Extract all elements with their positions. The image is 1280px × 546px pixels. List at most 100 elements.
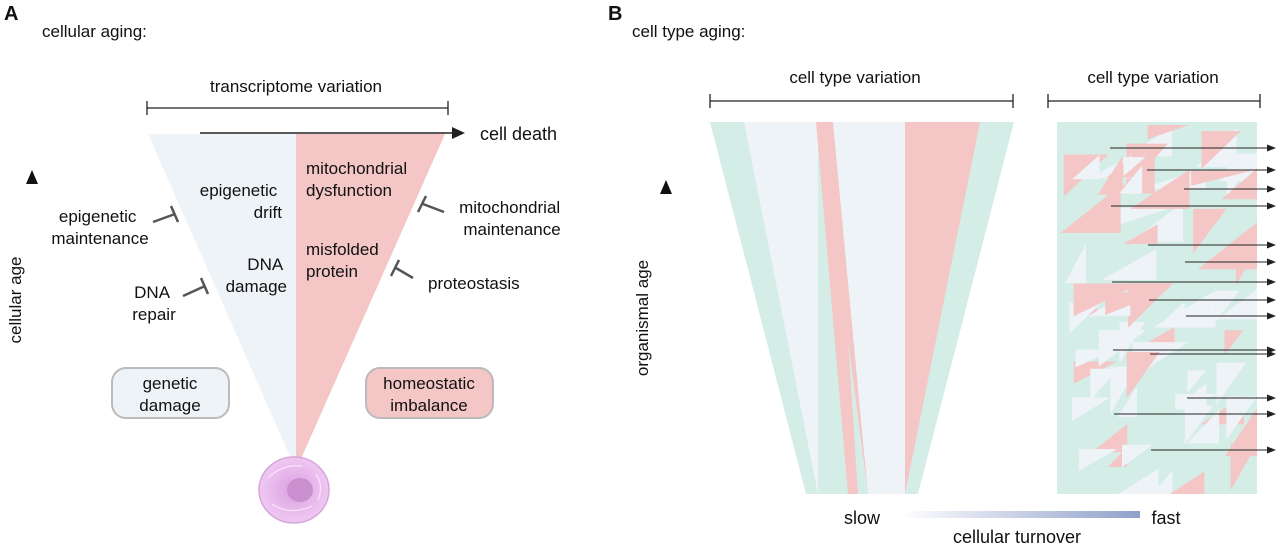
turnover-arrowhead: [1267, 202, 1276, 210]
mosaic-shard: [1114, 156, 1155, 194]
transcriptome-variation-label: transcriptome variation: [210, 77, 382, 96]
turnover-arrowhead: [1267, 446, 1276, 454]
mosaic-shard: [1060, 185, 1121, 234]
label-line-2: damage: [226, 277, 287, 296]
mitochondrial-dysfunction-label: mitochondrial dysfunction: [306, 159, 412, 200]
mosaic-shard: [1113, 207, 1171, 227]
proteostasis-label: proteostasis: [428, 274, 520, 293]
mosaic-shard: [1090, 368, 1119, 401]
slow-label: slow: [844, 508, 881, 528]
label-line-2: protein: [306, 262, 358, 281]
cellular-age-label: cellular age: [6, 257, 25, 344]
mosaic-shard: [1126, 351, 1160, 399]
epigenetic-maintenance-label: epigenetic maintenance: [51, 207, 148, 248]
turnover-arrowhead: [1267, 296, 1276, 304]
mosaic-shard: [1106, 145, 1150, 178]
cellular-age-axis: [26, 170, 38, 425]
cell-icon: [258, 456, 330, 524]
panel-a-title: cellular aging:: [42, 22, 147, 41]
mosaic-shard: [1216, 362, 1247, 405]
mosaic-shard: [1187, 409, 1220, 444]
label-line-2: maintenance: [51, 229, 148, 248]
mosaic-shard: [1130, 202, 1184, 242]
cell-type-variation-right-label: cell type variation: [1087, 68, 1218, 87]
mosaic-shard: [1130, 169, 1190, 209]
mosaic-shard: [1221, 168, 1257, 200]
mosaic-shard: [1147, 326, 1175, 343]
transcriptome-bracket: [146, 101, 449, 115]
inhibitor-dna: [182, 277, 210, 298]
cone-left-half: [148, 134, 296, 470]
panel-b-title: cell type aging:: [632, 22, 745, 41]
mosaic-shard: [1230, 444, 1257, 491]
mosaic-shard: [1092, 423, 1128, 453]
cell-death-arrow: [200, 127, 465, 139]
mosaic-shard: [1224, 330, 1244, 355]
inhibitor-epigenetic: [152, 205, 180, 224]
dna-damage-label: DNA damage: [226, 255, 287, 296]
mosaic-shard: [1175, 383, 1207, 410]
mosaic-shard: [1235, 249, 1257, 285]
turnover-arrowhead: [1267, 350, 1276, 358]
mosaic-shard: [1098, 329, 1147, 367]
dna-repair-label: DNA repair: [132, 283, 176, 324]
mosaic-shard: [1191, 170, 1252, 186]
mosaic-shard: [1224, 408, 1257, 457]
turnover-arrowhead: [1267, 144, 1276, 152]
turnover-arrowhead: [1267, 312, 1276, 320]
mosaic-shard: [1123, 224, 1158, 244]
label-line-2: repair: [132, 305, 176, 324]
turnover-arrowhead: [1267, 185, 1276, 193]
turnover-arrowhead: [1267, 278, 1276, 286]
panel-a-letter: A: [4, 3, 18, 25]
turnover-gradient-bar: [900, 511, 1140, 518]
mosaic-shard: [1147, 125, 1189, 140]
label-line-2: maintenance: [463, 220, 560, 239]
mosaic-shard: [1072, 154, 1100, 180]
mosaic-shard: [1201, 131, 1241, 169]
fast-turnover-mosaic: [1057, 122, 1257, 494]
label-line-2: damage: [139, 396, 200, 415]
fast-bracket: [1047, 94, 1261, 108]
cellular-turnover-label: cellular turnover: [953, 527, 1081, 546]
mosaic-shard: [1152, 470, 1173, 494]
cell-death-label: cell death: [480, 124, 557, 144]
mosaic-shard: [1234, 290, 1257, 319]
cell-type-variation-left-label: cell type variation: [789, 68, 920, 87]
label-line-2: imbalance: [390, 396, 468, 415]
label-line-2: drift: [254, 203, 283, 222]
organismal-age-label: organismal age: [633, 260, 652, 376]
fast-turnover-arrows: [1110, 144, 1276, 454]
epigenetic-drift-label: epigenetic drift: [200, 181, 283, 222]
mosaic-shard: [1118, 468, 1159, 494]
panel-b-letter: B: [608, 3, 622, 25]
turnover-arrowhead: [1267, 241, 1276, 249]
mosaic-shard: [1226, 396, 1257, 440]
inhibitor-proteostasis: [389, 259, 414, 280]
mosaic-shard: [1078, 449, 1118, 471]
mosaic-shard: [1105, 292, 1163, 316]
cone-right-half: [296, 134, 445, 470]
mosaic-shard: [1064, 244, 1086, 284]
mosaic-shard: [1073, 361, 1117, 384]
organismal-age-axis: [660, 180, 672, 470]
mosaic-shard: [1122, 444, 1153, 468]
mosaic-shard: [1215, 290, 1240, 322]
mosaic-shard: [1119, 165, 1143, 194]
mosaic-shard: [1101, 249, 1157, 280]
label-line-2: dysfunction: [306, 181, 392, 200]
mosaic-shard: [1072, 397, 1110, 422]
misfolded-protein-label: misfolded protein: [306, 240, 384, 281]
mosaic-shard: [1169, 471, 1205, 494]
mosaic-shard: [1187, 370, 1206, 393]
mosaic-shard: [1117, 385, 1138, 417]
turnover-arrowhead: [1267, 166, 1276, 174]
mosaic-shard: [1123, 157, 1146, 177]
mosaic-shard: [1193, 208, 1227, 254]
mosaic-shard: [1184, 405, 1213, 445]
